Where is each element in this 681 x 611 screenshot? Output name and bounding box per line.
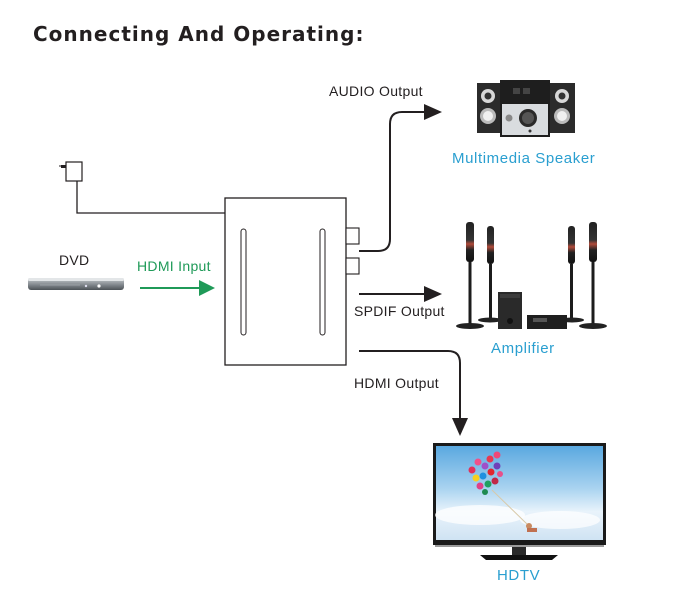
audio-output-arrow bbox=[359, 104, 442, 252]
dvd-player-icon bbox=[28, 278, 124, 290]
home-theater-amplifier-icon bbox=[456, 222, 607, 329]
spdif-output-arrow bbox=[359, 286, 442, 302]
hdtv-label: HDTV bbox=[497, 567, 541, 584]
hdtv-icon bbox=[433, 443, 606, 560]
power-cable bbox=[76, 181, 225, 214]
page-title: Connecting And Operating: bbox=[33, 22, 365, 46]
power-adapter-icon bbox=[59, 161, 83, 182]
amplifier-label: Amplifier bbox=[491, 340, 555, 357]
hdmi-input-arrow bbox=[140, 280, 215, 296]
hdmi-input-label: HDMI Input bbox=[137, 258, 211, 274]
dvd-label: DVD bbox=[59, 252, 90, 268]
spdif-output-label: SPDIF Output bbox=[354, 303, 445, 319]
converter-box-icon bbox=[224, 197, 360, 366]
audio-output-label: AUDIO Output bbox=[329, 83, 423, 99]
multimedia-speaker-icon bbox=[477, 80, 575, 137]
speaker-label: Multimedia Speaker bbox=[452, 150, 596, 167]
hdmi-output-arrow bbox=[359, 350, 468, 436]
hdmi-output-label: HDMI Output bbox=[354, 375, 439, 391]
